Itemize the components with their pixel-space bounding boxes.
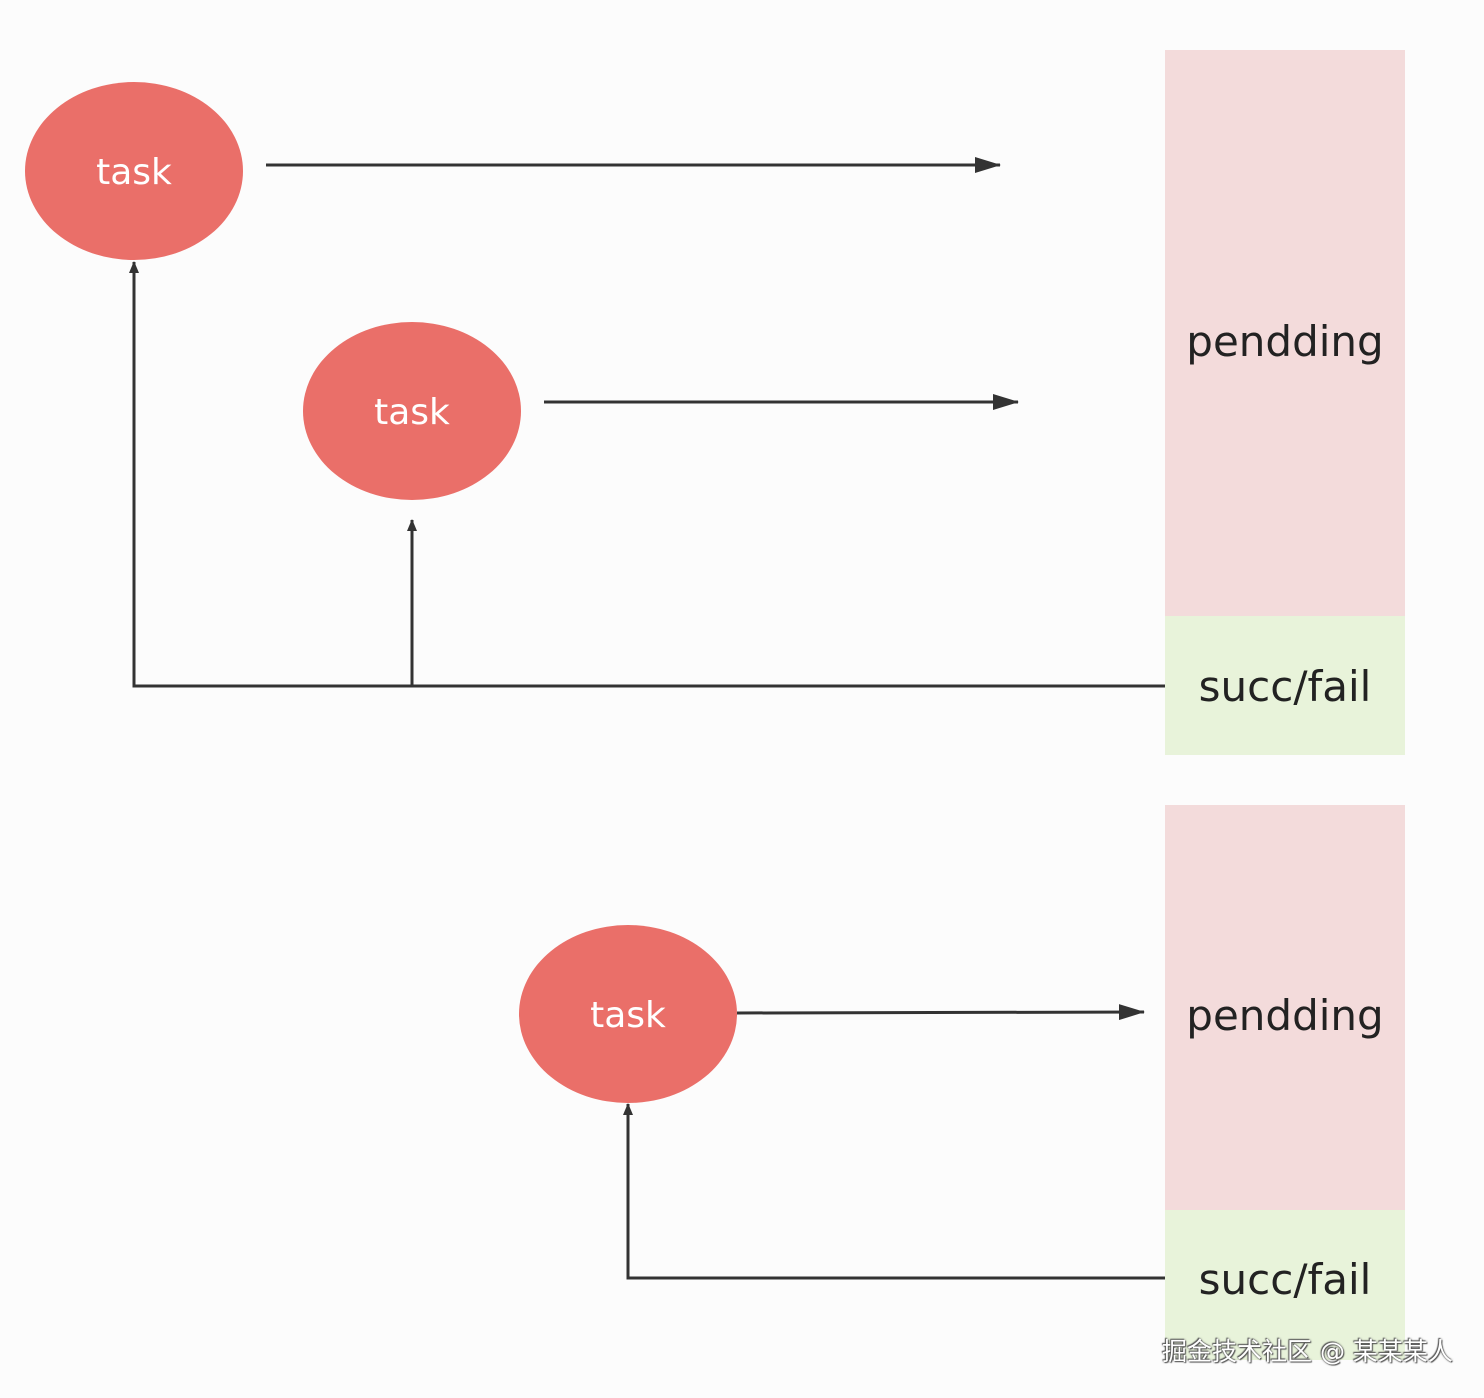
task-label: task: [590, 995, 666, 1036]
top-edges: [129, 157, 1165, 688]
top-pending-block: [1165, 50, 1405, 616]
bottom-state-bar: pendding succ/fail: [1165, 805, 1405, 1360]
bottom-pending-label: pendding: [1186, 991, 1383, 1040]
top-settled-label: succ/fail: [1199, 662, 1372, 711]
bottom-settled-block: [1165, 1210, 1405, 1360]
task-label: task: [96, 152, 172, 193]
task-ellipse: [25, 82, 243, 260]
top-state-bar: pendding succ/fail: [1165, 50, 1405, 755]
bottom-pending-block: [1165, 805, 1405, 1210]
task-node-3: task: [519, 925, 737, 1103]
bottom-settled-label: succ/fail: [1199, 1255, 1372, 1304]
settled-feedback-line: [129, 261, 1165, 688]
top-settled-block: [1165, 616, 1405, 755]
bottom-edges: [623, 1004, 1165, 1280]
task-node-2: task: [303, 322, 521, 500]
task-ellipse: [519, 925, 737, 1103]
watermark: 掘金技术社区 @ 某某某人: [1162, 1337, 1453, 1366]
bottom-settled-feedback-line: [623, 1103, 1165, 1280]
task-node-1: task: [25, 82, 243, 260]
task-ellipse: [303, 322, 521, 500]
top-pending-label: pendding: [1186, 317, 1383, 366]
task-label: task: [374, 392, 450, 433]
task3-to-pending-arrow: [736, 1004, 1145, 1021]
